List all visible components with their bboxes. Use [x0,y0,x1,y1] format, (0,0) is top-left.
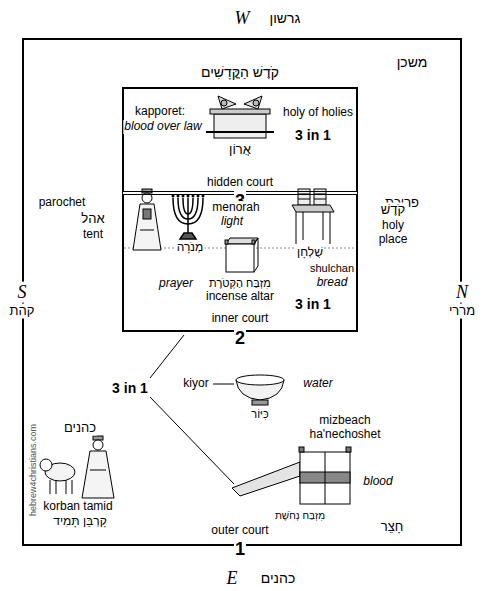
part-label: menorah [211,201,260,215]
part-label: שֻׁלְחָן [296,246,324,260]
region-label: 3 in 1 [294,296,332,312]
part-label: גרשון [269,10,302,26]
part-label: light [220,215,244,229]
part-label: כהנים [260,570,297,586]
leader-line [150,335,184,378]
region-label: קֹדֶשׁ הַקֳּדָשִׁים [200,64,280,80]
region-label: outer court [210,524,269,538]
part-label: אהל [80,212,105,227]
laver-figure [236,375,284,405]
leader-line [213,384,234,385]
priest-figure [82,436,114,498]
part-label: W [234,8,251,29]
part-label: holy place [370,219,416,247]
region-label: hidden court [206,176,274,190]
part-label: מִזְבַּח הַקְּטֹרֶת [208,277,272,290]
part-label: כִּיּוֹר [250,408,269,421]
part-label: N [455,282,469,303]
part-label: E [226,568,239,589]
region-label: 3 in 1 [294,127,332,143]
part-label: blood [362,475,393,489]
part-label: hebrew4christians.com [28,423,38,517]
part-label: קֹדֶשׁ [380,203,406,218]
part-label: bread [316,276,349,290]
part-label: kapporet: [134,105,186,119]
part-label: blood over law [123,120,202,134]
part-label: parochet [38,196,87,210]
region-label: holy of holies [282,106,354,120]
part-label: shulchan [309,262,355,275]
part-label: מִזְבַּח נְחֹשֶׁת [274,510,326,522]
table-figure [292,189,334,244]
priest-figure [133,189,161,250]
part-label: water [302,377,333,391]
part-label: tent [82,228,104,242]
region-label: inner court [211,312,270,326]
region-label: 1 [234,539,246,560]
part-label: כהנים [63,421,97,436]
part-label: 3 in 1 [111,380,149,396]
region-label: 2 [234,328,246,349]
part-label: מְנֹרָה [176,241,205,255]
holy-of-holies-box: קֹדֶשׁ הַקֳּדָשִׁיםholy of holies3 in 1h… [122,87,358,195]
part-label: korban tamid [42,500,113,514]
part-label: אֲרוֹן [228,143,252,158]
region-label: משכן [396,54,429,70]
part-label: mizbeach ha'nechoshet [302,414,388,442]
part-label: קָרְבַּן תָּמִיד [52,515,107,529]
part-label: incense altar [205,290,275,304]
part-label: S [17,282,28,303]
part-label: קהת [9,304,36,319]
part-label: prayer [158,277,194,291]
part-label: kiyor [182,377,209,391]
leader-line [150,397,234,484]
part-label: חָצֵר [380,520,405,535]
incense-altar-figure [225,238,258,272]
bronze-altar-figure [232,447,351,504]
ark-figure [206,96,274,138]
part-label: מררי [448,304,476,319]
menorah-figure [172,195,205,240]
lamb-figure [40,459,75,494]
